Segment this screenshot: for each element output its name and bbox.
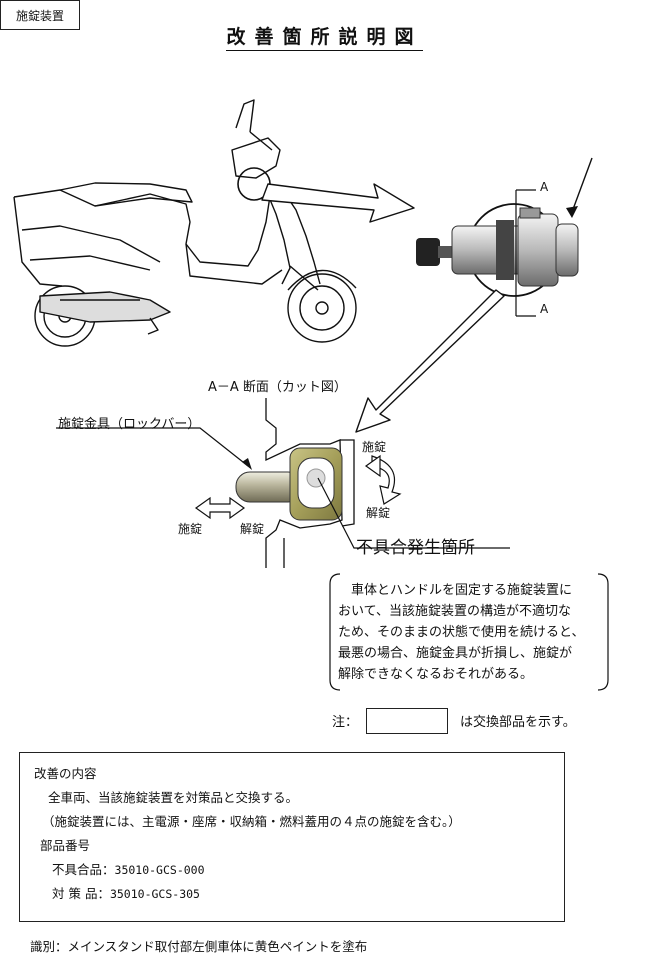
device-label-leader xyxy=(571,157,593,213)
identification-note: 識別：メインスタンド取付部左側車体に黄色ペイントを塗布 xyxy=(30,939,368,954)
pointer-arrow-to-lock xyxy=(261,183,415,223)
improvement-box: 改善の内容 全車両、当該施錠装置を対策品と交換する。 （施錠装置には、主電源・座… xyxy=(19,752,565,922)
section-marker-a-top: A xyxy=(540,180,549,194)
countermeasure-part-number: 35010-GCS-305 xyxy=(109,887,200,901)
section-view xyxy=(265,398,355,568)
note-line: おいて、当該施錠装置の構造が不適切な xyxy=(338,604,571,619)
unlock-label-left: 解錠 xyxy=(240,522,265,536)
countermeasure-part-row: 対 策 品：35010-GCS-305 xyxy=(52,883,200,902)
defective-part-number: 35010-GCS-000 xyxy=(114,863,205,877)
lock-unlock-double-arrow xyxy=(194,496,246,520)
locking-device-label: 施錠装置 xyxy=(0,0,80,30)
defect-description: 車体とハンドルを固定する施錠装置に おいて、当該施錠装置の構造が不適切な ため、… xyxy=(338,580,604,685)
scooter-illustration xyxy=(13,99,357,347)
improvement-line-1: 全車両、当該施錠装置を対策品と交換する。 xyxy=(48,790,299,805)
note-line: 解除できなくなるおそれがある。 xyxy=(338,667,534,682)
parts-heading: 部品番号 xyxy=(40,838,91,853)
note-bracket xyxy=(329,573,609,691)
note-line: 最悪の場合、施錠金具が折損し、施錠が xyxy=(338,646,573,661)
legend-swatch xyxy=(366,708,448,734)
unlock-label-right: 解錠 xyxy=(366,506,391,520)
section-title: A－A 断面（カット図） xyxy=(208,380,347,395)
improvement-line-2: （施錠装置には、主電源・座席・収納箱・燃料蓋用の４点の施錠を含む。） xyxy=(42,814,461,829)
pointer-arrow-to-section xyxy=(355,289,505,433)
page-title: 改善箇所説明図 xyxy=(0,22,649,51)
legend-prefix: 注： xyxy=(332,715,359,730)
section-marker-a-bottom: A xyxy=(540,302,549,316)
lock-label-right: 施錠 xyxy=(362,440,387,454)
lock-label-left: 施錠 xyxy=(178,522,203,536)
defect-location-label: 不具合発生箇所 xyxy=(356,538,475,558)
defective-part-label: 不具合品： xyxy=(52,862,115,877)
defective-part-row: 不具合品：35010-GCS-000 xyxy=(52,859,205,878)
improvement-heading: 改善の内容 xyxy=(34,766,97,781)
countermeasure-part-label: 対 策 品： xyxy=(52,886,110,901)
legend-text: は交換部品を示す。 xyxy=(460,715,576,730)
note-line: ため、そのままの状態で使用を続けると、 xyxy=(338,625,585,640)
locking-device-illustration xyxy=(416,189,579,317)
lock-bar-label: 施錠金具（ロックバー） xyxy=(58,417,201,432)
note-line: 車体とハンドルを固定する施錠装置に xyxy=(338,583,573,598)
